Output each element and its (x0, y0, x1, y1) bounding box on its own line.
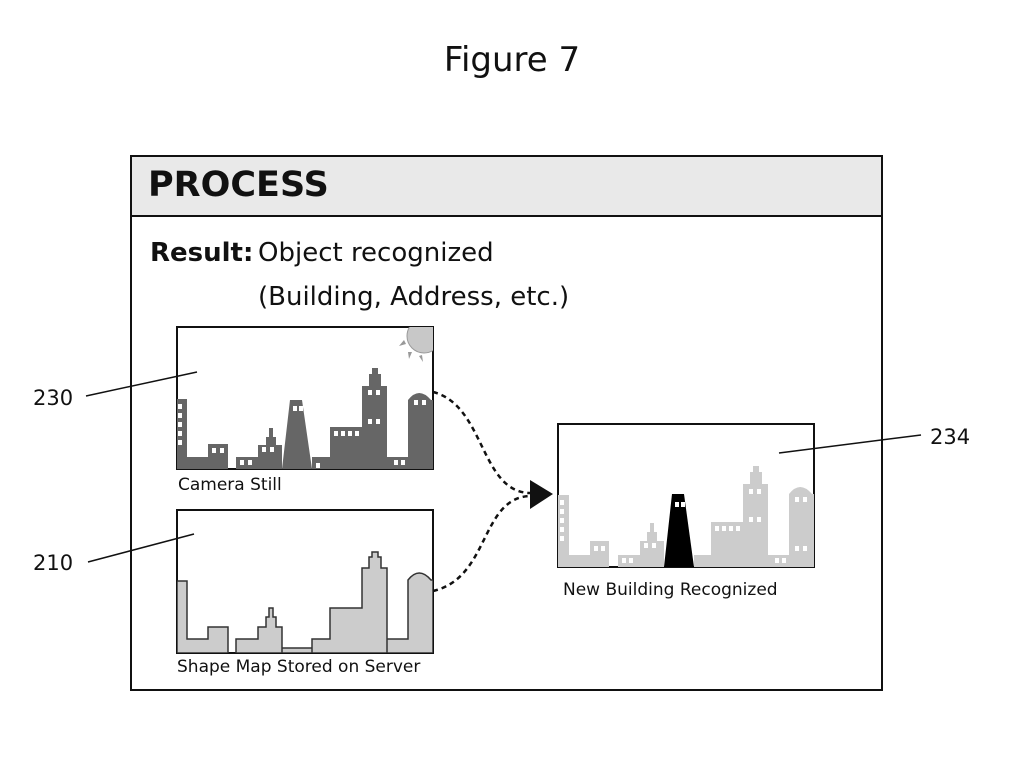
figure-title: Figure 7 (443, 40, 581, 80)
ref-234-label: 234 (930, 425, 971, 449)
camera-still-caption: Camera Still (178, 475, 282, 495)
shape-map-skyline (177, 551, 433, 653)
process-header: PROCESS (132, 157, 881, 217)
recognized-building (664, 494, 694, 567)
process-header-label: PROCESS (148, 165, 329, 205)
recognized-panel (557, 423, 815, 568)
ref-230-label: 230 (33, 386, 74, 410)
sun-icon (399, 327, 433, 362)
ref-230-leader (85, 371, 198, 397)
process-frame: PROCESS (130, 155, 883, 691)
camera-connector (432, 390, 531, 495)
shape-map-caption: Shape Map Stored on Server (177, 657, 421, 677)
arrow-head-icon (530, 480, 553, 509)
camera-still-panel (176, 326, 434, 470)
ref-210-label: 210 (33, 551, 74, 575)
result-line-2: (Building, Address, etc.) (258, 282, 570, 312)
shape-map-panel (176, 509, 434, 654)
result-line-1: Object recognized (258, 238, 494, 268)
shape-map-connector (432, 494, 531, 593)
ref-210-leader (87, 533, 195, 563)
recognized-caption: New Building Recognized (563, 580, 778, 600)
ref-234-leader (778, 434, 922, 454)
result-label: Result: (150, 238, 254, 268)
